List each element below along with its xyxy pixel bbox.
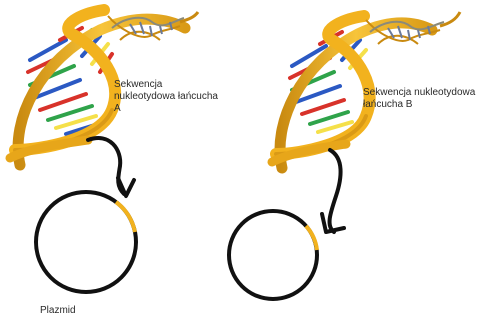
sequence-b-label: Sekwencja nukleotydowa łańcucha B (363, 87, 481, 111)
plasmid-b-icon (229, 211, 317, 299)
curved-arrow-a-icon (88, 138, 134, 196)
sequence-a-label: Sekwencja nukleotydowa łańcucha A (114, 79, 234, 115)
plasmid-label: Plazmid (40, 305, 76, 317)
plasmid-a-icon (36, 192, 136, 292)
curved-arrow-b-icon (322, 150, 344, 232)
